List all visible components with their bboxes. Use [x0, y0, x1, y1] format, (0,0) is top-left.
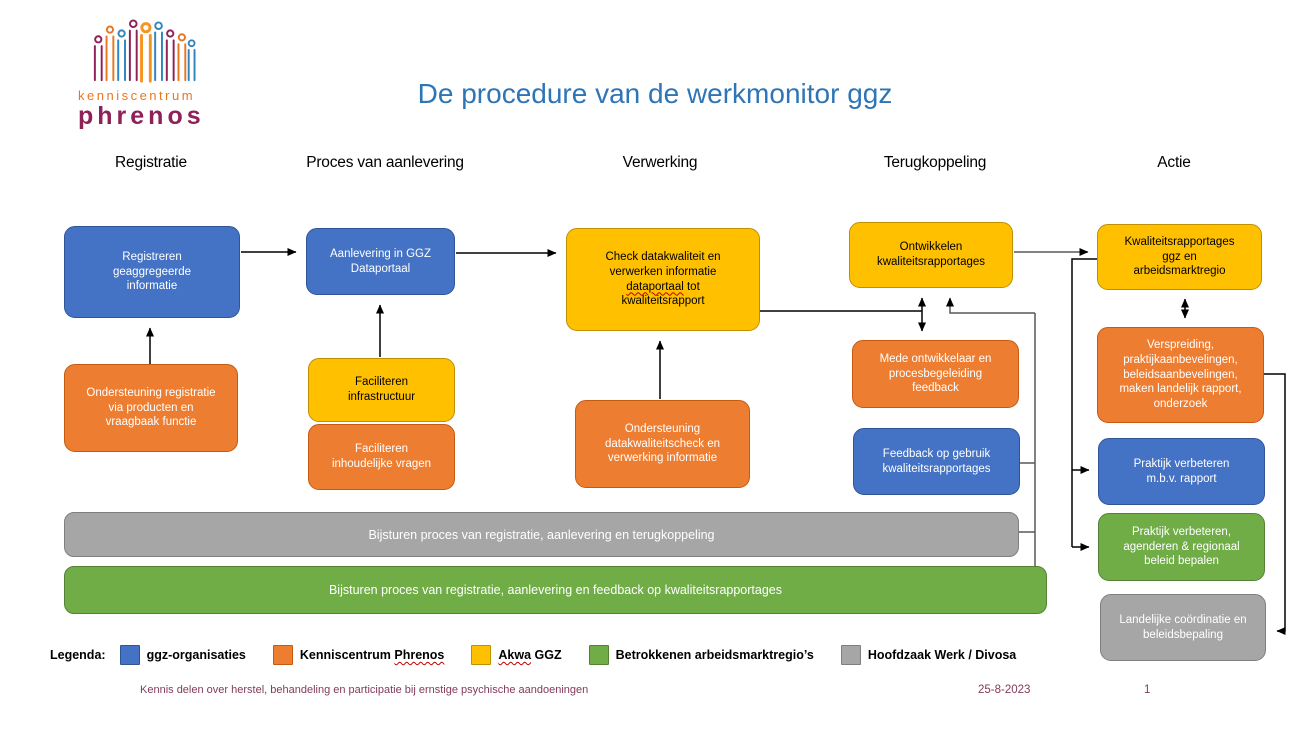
node-label: Faciliteren inhoudelijke vragen — [331, 443, 432, 470]
arrow-verspreiding-to-landelijke — [1264, 373, 1286, 635]
misspelled-word: dataportaal — [626, 280, 684, 293]
column-header-actie: Actie — [1157, 154, 1191, 171]
legend-swatch-green — [588, 645, 609, 665]
legend-swatch-orange — [272, 645, 293, 665]
node-label: Aanlevering in GGZ Dataportaal — [330, 247, 431, 275]
node-ondersteuning-registratie: Ondersteuning registratie via producten … — [64, 364, 238, 452]
legend-label: Hoofdzaak Werk / Divosa — [867, 648, 1017, 662]
node-label: Ondersteuning datakwaliteitscheck en ver… — [604, 422, 721, 465]
node-label: Faciliteren infrastructuur — [347, 376, 416, 403]
legend-label: Akwa GGZ — [498, 648, 562, 662]
footer-page-number: 1 — [1144, 684, 1151, 696]
node-label: Check datakwaliteit en verwerken informa… — [605, 250, 721, 308]
node-aanlevering: Aanlevering in GGZ Dataportaal — [306, 228, 455, 295]
legend-swatch-yellow — [471, 645, 492, 665]
node-faciliteren-infrastructuur: Faciliteren infrastructuur — [308, 358, 455, 422]
legend-label: Betrokkenen arbeidsmarktregio’s — [615, 648, 814, 662]
legend-item-betrokkenen: Betrokkenen arbeidsmarktregio’s — [588, 645, 814, 665]
node-label: Feedback op gebruik kwaliteitsrapportage… — [882, 447, 991, 475]
node-label: Ontwikkelen kwaliteitsrapportages — [876, 241, 986, 268]
page-title: De procedure van de werkmonitor ggz — [417, 78, 893, 109]
node-label: Praktijk verbeteren, agenderen & regiona… — [1123, 525, 1240, 568]
footer-tagline: Kennis delen over herstel, behandeling e… — [140, 684, 589, 696]
logo-text-kenniscentrum: kenniscentrum — [78, 88, 196, 103]
node-verspreiding: Verspreiding, praktijkaanbevelingen, bel… — [1097, 327, 1264, 423]
legend-swatch-blue — [119, 645, 140, 665]
legend-item-akwa-ggz: Akwa GGZ — [471, 645, 562, 665]
node-label: Mede ontwikkelaar en procesbegeleiding f… — [879, 352, 992, 395]
column-header-registratie: Registratie — [115, 154, 187, 171]
legend-label: ggz-organisaties — [146, 648, 246, 662]
node-registreren: Registreren geaggregeerde informatie — [64, 226, 240, 318]
logo-text-phrenos: phrenos — [78, 102, 205, 130]
legend-item-ggz-organisaties: ggz-organisaties — [119, 645, 246, 665]
bar-label: Bijsturen proces van registratie, aanlev… — [328, 583, 783, 597]
column-header-terugkoppeling: Terugkoppeling — [883, 154, 987, 171]
legend-title: Legenda: — [50, 648, 106, 662]
misspelled-word: Akwa — [498, 648, 532, 662]
column-header-aanlevering: Proces van aanlevering — [306, 154, 464, 171]
node-check-datakwaliteit: Check datakwaliteit en verwerken informa… — [566, 228, 760, 331]
bar-bijsturen-terugkoppeling: Bijsturen proces van registratie, aanlev… — [64, 512, 1019, 557]
node-label: Kwaliteitsrapportages ggz en arbeidsmark… — [1124, 235, 1235, 278]
node-label: Praktijk verbeteren m.b.v. rapport — [1133, 457, 1230, 485]
legend-label: Kenniscentrum Phrenos — [299, 648, 445, 662]
node-label: Ondersteuning registratie via producten … — [86, 386, 216, 429]
node-ontwikkelen: Ontwikkelen kwaliteitsrapportages — [849, 222, 1013, 288]
people-crowd-icon — [93, 19, 196, 83]
node-feedback-gebruik: Feedback op gebruik kwaliteitsrapportage… — [853, 428, 1020, 495]
node-landelijke-coordinatie: Landelijke coördinatie en beleidsbepalin… — [1100, 594, 1266, 661]
footer-date: 25-8-2023 — [978, 684, 1031, 696]
node-praktijk-regionaal: Praktijk verbeteren, agenderen & regiona… — [1098, 513, 1265, 581]
node-ondersteuning-datakwaliteit: Ondersteuning datakwaliteitscheck en ver… — [575, 400, 750, 488]
legend-swatch-gray — [840, 645, 861, 665]
legend: Legenda: ggz-organisaties Kenniscentrum … — [50, 645, 1043, 665]
node-kwaliteitsrapportages: Kwaliteitsrapportages ggz en arbeidsmark… — [1097, 224, 1262, 290]
legend-item-hoofdzaak: Hoofdzaak Werk / Divosa — [840, 645, 1017, 665]
legend-item-kenniscentrum-phrenos: Kenniscentrum Phrenos — [272, 645, 445, 665]
node-label: Verspreiding, praktijkaanbevelingen, bel… — [1119, 338, 1242, 411]
bar-bijsturen-feedback: Bijsturen proces van registratie, aanlev… — [64, 566, 1047, 614]
column-header-verwerking: Verwerking — [622, 154, 698, 171]
node-label: Registreren geaggregeerde informatie — [112, 250, 191, 293]
misspelled-word: Phrenos — [394, 648, 445, 662]
arrow-feedback-to-ontwikkelen — [946, 297, 1035, 314]
phrenos-logo: kenniscentrum phrenos — [78, 16, 238, 131]
bar-label: Bijsturen proces van registratie, aanlev… — [368, 527, 715, 542]
node-mede-ontwikkelaar: Mede ontwikkelaar en procesbegeleiding f… — [852, 340, 1019, 408]
node-faciliteren-inhoudelijk: Faciliteren inhoudelijke vragen — [308, 424, 455, 490]
line-kwaliteit-to-actie-branch — [1071, 258, 1097, 547]
node-praktijk-rapport: Praktijk verbeteren m.b.v. rapport — [1098, 438, 1265, 505]
node-label: Landelijke coördinatie en beleidsbepalin… — [1119, 613, 1247, 641]
